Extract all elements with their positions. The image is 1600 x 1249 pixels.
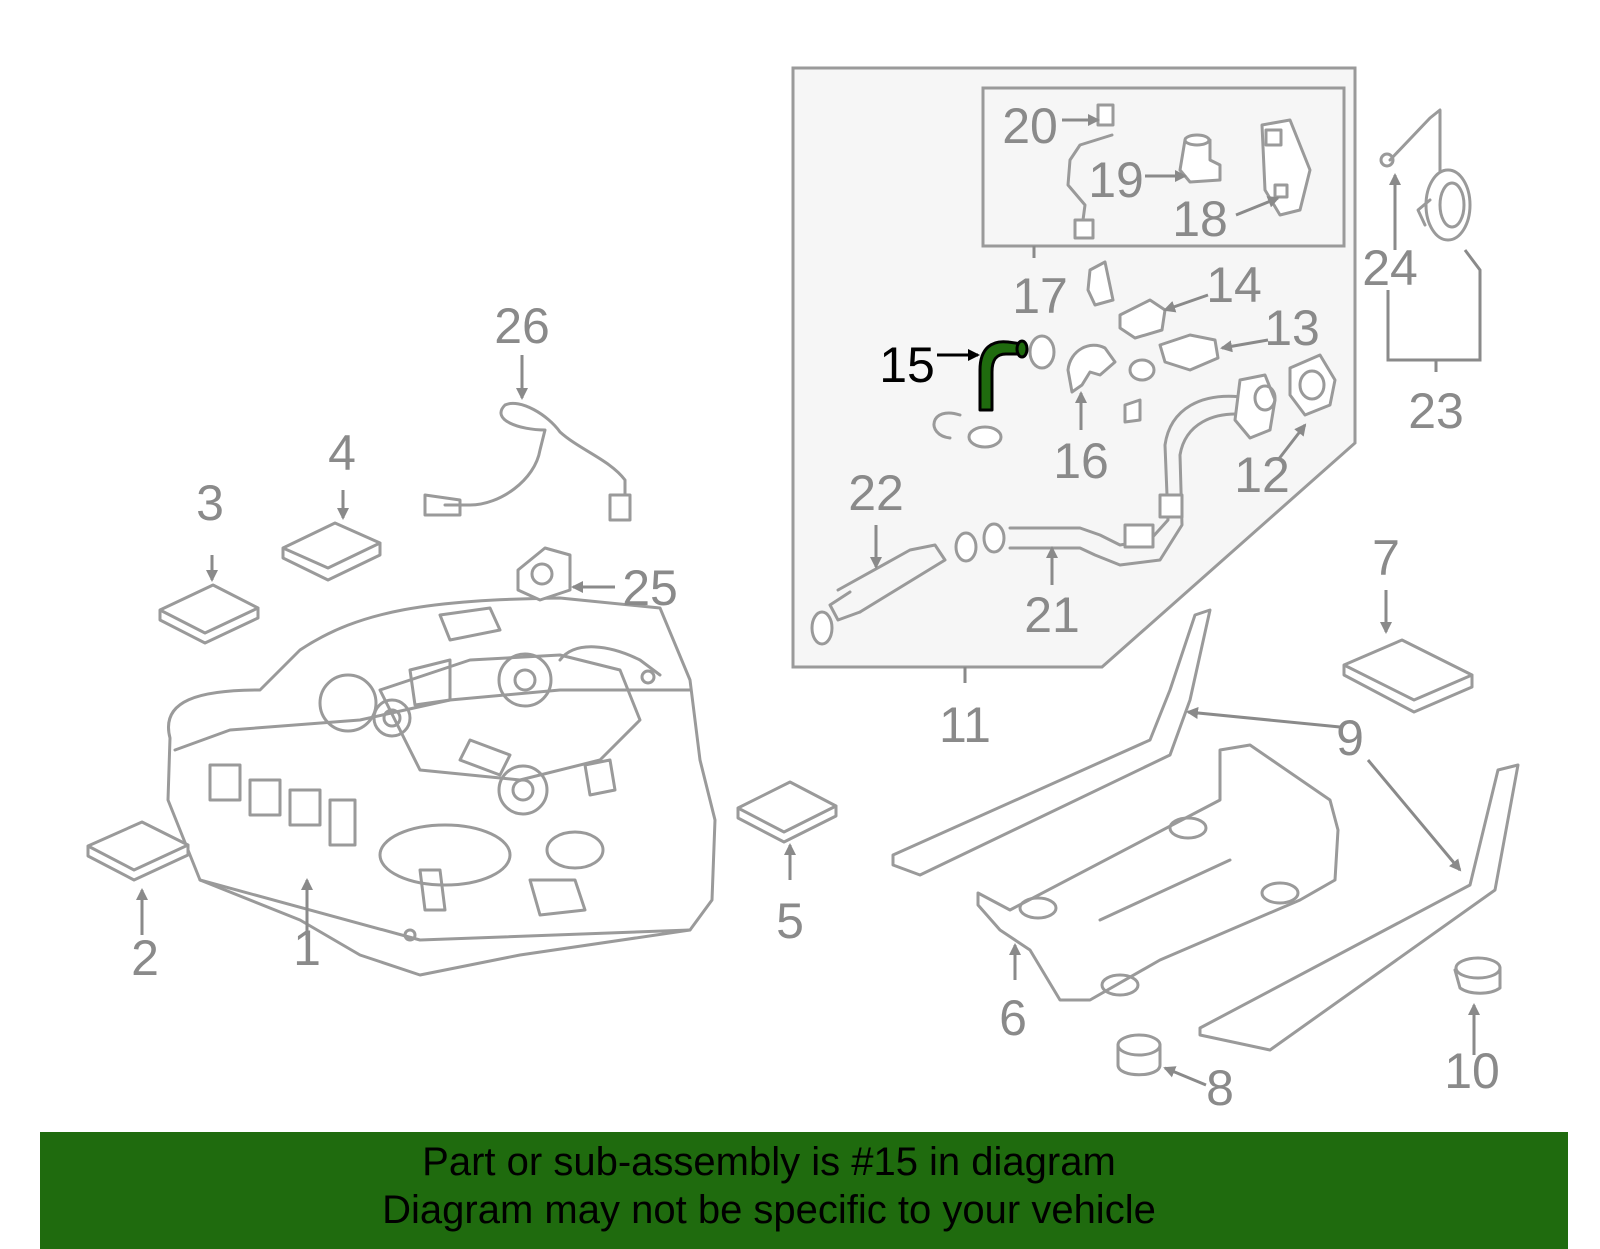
hose-22 (810, 522, 1006, 646)
label-15: 15 (879, 337, 935, 393)
hose-15-end (1015, 339, 1029, 359)
info-banner: Part or sub-assembly is #15 in diagram D… (40, 1132, 1568, 1249)
label-11: 11 (939, 697, 991, 753)
clamp-band (967, 425, 1003, 449)
label-13: 13 (1264, 300, 1320, 356)
label-2: 2 (131, 930, 159, 986)
label-18: 18 (1172, 191, 1228, 247)
filler-neck-21 (1008, 373, 1277, 567)
pad-2 (86, 820, 190, 882)
label-16: 16 (1053, 433, 1109, 489)
label-8: 8 (1206, 1060, 1234, 1116)
plug-8 (1116, 1033, 1162, 1077)
plug-10 (1453, 956, 1502, 995)
label-12: 12 (1234, 447, 1290, 503)
label-19: 19 (1088, 152, 1144, 208)
label-7: 7 (1372, 530, 1400, 586)
label-26: 26 (494, 298, 550, 354)
label-25: 25 (622, 560, 678, 616)
pad-7 (1342, 638, 1474, 714)
clamp-u (932, 411, 962, 440)
label-10: 10 (1444, 1043, 1500, 1099)
grommet (1128, 358, 1156, 382)
clip-14 (1118, 298, 1167, 340)
label-20: 20 (1002, 98, 1058, 154)
heat-shield-6 (976, 743, 1340, 1002)
valve-13 (1158, 333, 1220, 372)
pad-4 (281, 521, 382, 582)
label-21: 21 (1024, 587, 1080, 643)
label-24: 24 (1362, 240, 1418, 296)
clip-small (1123, 398, 1142, 424)
label-1: 1 (293, 920, 321, 976)
clip-17-small (1086, 260, 1115, 307)
label-14: 14 (1206, 257, 1262, 313)
label-9: 9 (1336, 710, 1364, 766)
label-5: 5 (776, 893, 804, 949)
pad-3 (158, 583, 260, 645)
gasket-12 (1288, 353, 1337, 417)
wiring-harness-26 (423, 402, 632, 522)
label-6: 6 (999, 990, 1027, 1046)
strap-9-left (891, 608, 1212, 877)
clamp-ring (1028, 334, 1056, 370)
label-23: 23 (1408, 383, 1464, 439)
label-17: 17 (1012, 268, 1068, 324)
bracket-25 (516, 546, 572, 602)
label-4: 4 (328, 425, 356, 481)
label-3: 3 (196, 475, 224, 531)
strap-9-right (1198, 763, 1520, 1052)
banner-line-2: Diagram may not be specific to your vehi… (382, 1188, 1156, 1232)
label-22: 22 (848, 465, 904, 521)
sensor-20 (1066, 103, 1115, 240)
pad-5 (736, 780, 838, 844)
fuel-door-23 (1379, 108, 1472, 242)
canister-18 (1260, 118, 1312, 217)
fuel-tank (166, 596, 717, 977)
hose-16 (1066, 343, 1117, 394)
banner-line-1: Part or sub-assembly is #15 in diagram (422, 1140, 1116, 1184)
